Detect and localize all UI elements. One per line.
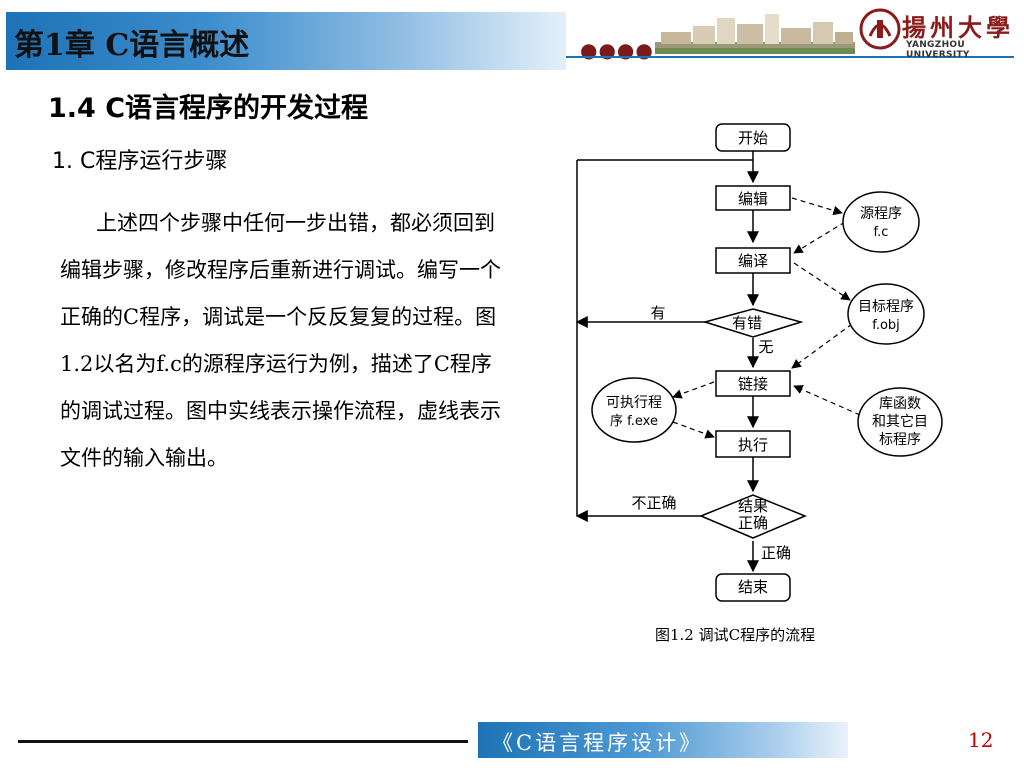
- node-result-label-line2: 正确: [738, 514, 768, 532]
- node-link: [715, 370, 791, 397]
- slide-header: 第1章 C语言概述 ●●●● 揚州大學 YANGZHOU UNIVERSITY: [0, 0, 1024, 72]
- edge-label-has-error: 有: [650, 304, 665, 322]
- footer-divider: [18, 740, 468, 743]
- node-start-label: 开始: [738, 129, 768, 147]
- section-title: 1.4 C语言程序的开发过程: [48, 93, 369, 124]
- file-source-label-line2: f.c: [874, 225, 889, 240]
- file-library-label-line3: 标程序: [879, 432, 921, 448]
- body-paragraph: 上述四个步骤中任何一步出错，都必须回到编辑步骤，修改程序后重新进行调试。编写一个…: [60, 211, 501, 470]
- file-executable-label-line1: 可执行程: [606, 395, 662, 411]
- file-object-label-line1: 目标程序: [858, 299, 914, 315]
- chapter-title: 第1章 C语言概述: [14, 28, 250, 63]
- node-result-label-line1: 结果: [738, 497, 768, 515]
- header-dots: ●●●●: [580, 38, 654, 62]
- footer-book-banner: [478, 722, 848, 758]
- university-name-en: YANGZHOU UNIVERSITY: [906, 40, 970, 60]
- campus-buildings-image: [655, 14, 855, 54]
- node-start: [715, 123, 791, 152]
- subsection-title: 1. C程序运行步骤: [52, 149, 228, 174]
- node-compile: [715, 247, 791, 274]
- file-source-label-line1: 源程序: [860, 206, 902, 222]
- node-end: [715, 573, 791, 602]
- node-execute: [715, 430, 791, 458]
- footer-book-title: 《C语言程序设计》: [492, 731, 704, 755]
- file-object-label-line2: f.obj: [872, 318, 900, 333]
- node-edit: [715, 185, 791, 211]
- header-divider: [566, 56, 1014, 58]
- file-library: [857, 387, 943, 457]
- figure-caption: 图1.2 调试C程序的流程: [655, 626, 816, 644]
- page-number: 12: [968, 728, 994, 752]
- edge-label-correct: 正确: [761, 544, 791, 562]
- node-result-decision: [699, 494, 807, 539]
- debug-flowchart: 开始 编辑 编译 有错 链接 执行 结果 正确 结束 有 无 不正确 正确 源程…: [575, 123, 943, 602]
- edge-label-no-error: 无: [758, 338, 773, 356]
- chapter-title-banner: [6, 12, 566, 70]
- node-execute-label: 执行: [738, 436, 768, 454]
- node-has-error-decision: [702, 308, 804, 338]
- file-executable: [591, 377, 677, 443]
- file-library-label-line1: 库函数: [879, 396, 921, 412]
- file-source: [842, 191, 920, 253]
- university-seal-icon: [859, 8, 901, 50]
- node-compile-label: 编译: [738, 252, 768, 270]
- node-has-error-label: 有错: [732, 314, 762, 332]
- node-end-label: 结束: [738, 578, 768, 596]
- file-library-label-line2: 和其它目: [872, 413, 928, 430]
- node-link-label: 链接: [738, 375, 768, 393]
- file-object: [847, 283, 925, 345]
- node-edit-label: 编辑: [738, 190, 768, 208]
- university-name-logo: 揚州大學: [902, 13, 1014, 42]
- edge-label-incorrect: 不正确: [631, 494, 676, 512]
- file-executable-label-line2: 序 f.exe: [610, 414, 658, 429]
